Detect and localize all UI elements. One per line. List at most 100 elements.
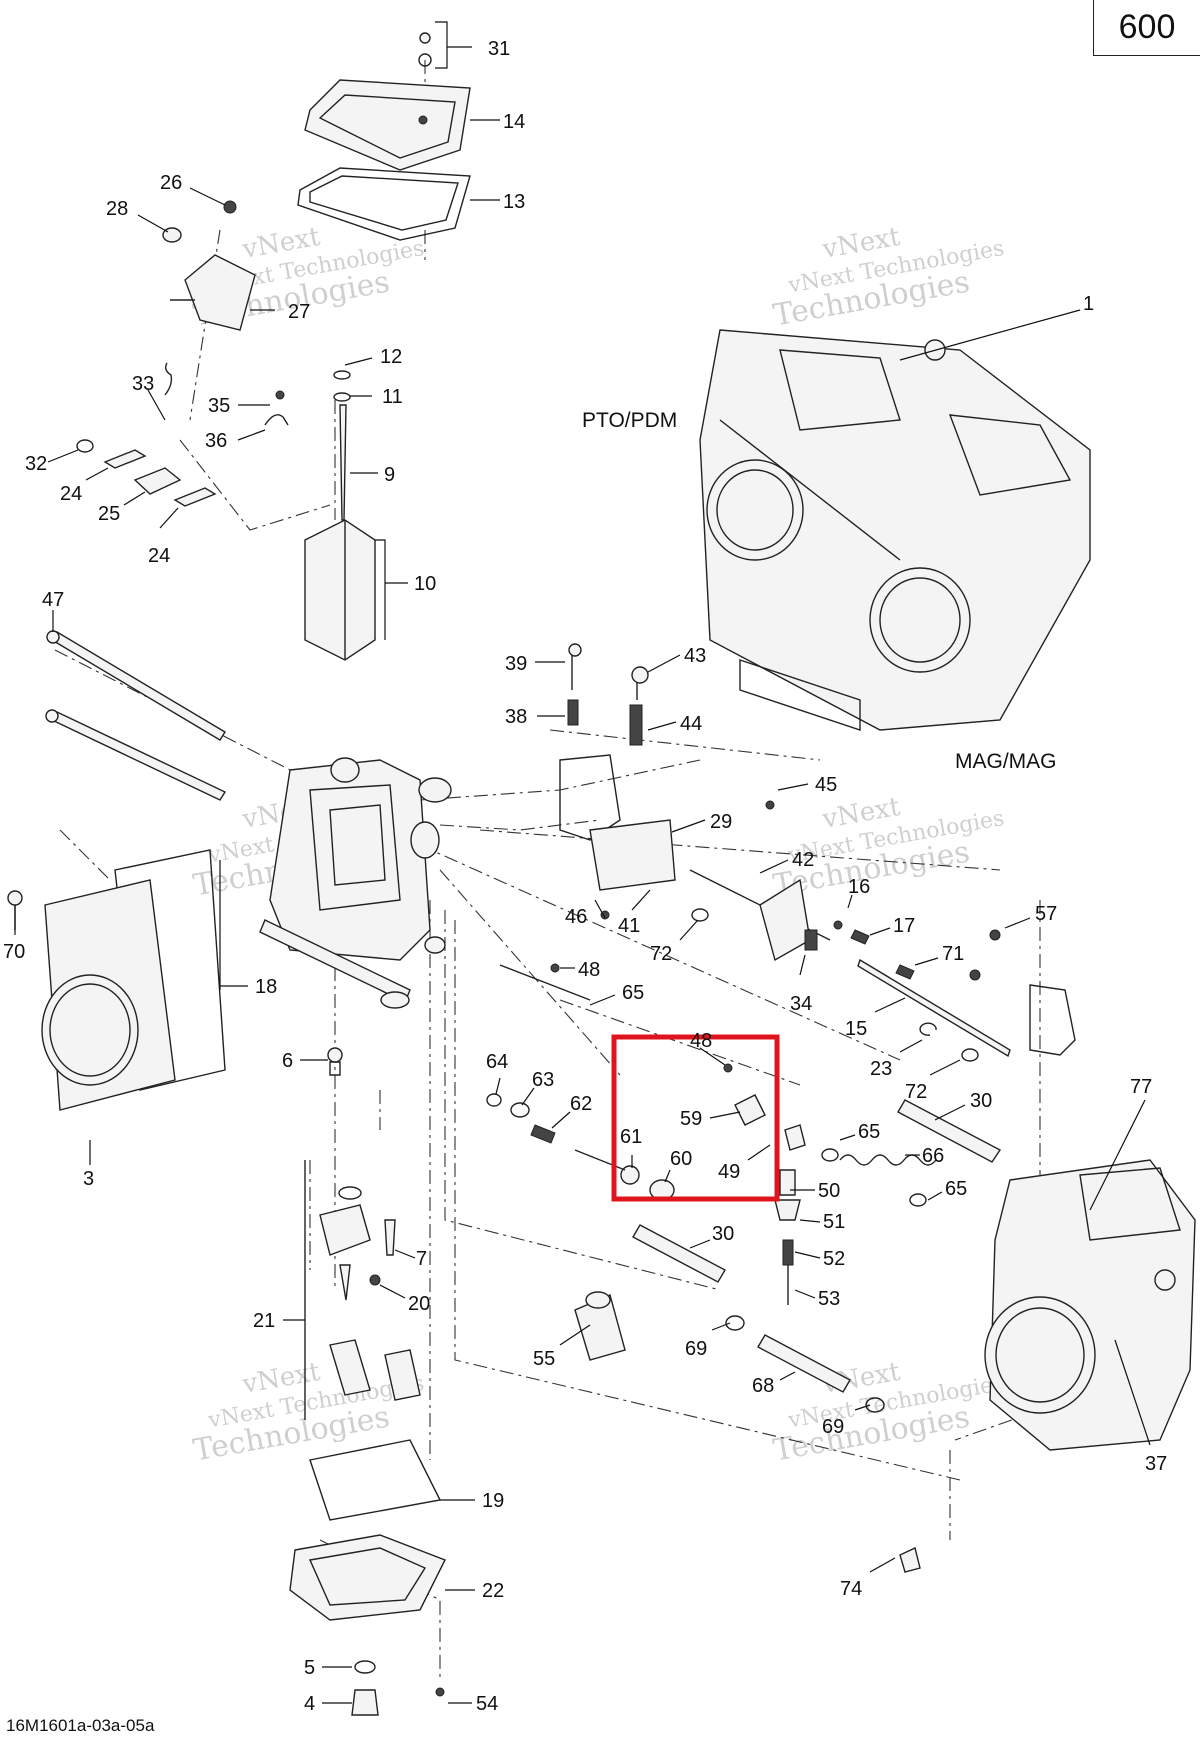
document-code: 16M1601a-03a-05a: [6, 1716, 155, 1735]
callout-72b: 72: [905, 1059, 961, 1103]
svg-text:4: 4: [304, 1693, 315, 1715]
svg-text:53: 53: [818, 1288, 840, 1310]
svg-text:37: 37: [1145, 1453, 1167, 1475]
callout-28: 28: [106, 198, 169, 233]
tubes-and-springs: [574, 1099, 1002, 1573]
callout-23: 23: [870, 1039, 923, 1080]
svg-text:30: 30: [970, 1090, 992, 1112]
callout-50: 50: [790, 1180, 840, 1202]
svg-text:65: 65: [858, 1121, 880, 1143]
svg-text:69: 69: [685, 1338, 707, 1360]
callout-47: 47: [42, 589, 64, 632]
svg-text:45: 45: [815, 774, 837, 796]
callout-70: 70: [3, 905, 25, 963]
carburetor-body: [259, 757, 452, 1009]
svg-text:72: 72: [650, 943, 672, 965]
svg-text:34: 34: [790, 993, 812, 1015]
svg-text:38: 38: [505, 706, 527, 728]
callout-74: 74: [840, 1557, 896, 1600]
svg-text:6: 6: [282, 1050, 293, 1072]
svg-text:42: 42: [792, 849, 814, 871]
svg-text:66: 66: [922, 1145, 944, 1167]
callout-34: 34: [790, 954, 812, 1015]
svg-text:29: 29: [710, 811, 732, 833]
svg-text:74: 74: [840, 1578, 862, 1600]
callout-65c: 65: [927, 1178, 967, 1201]
callout-53: 53: [794, 1288, 840, 1310]
svg-text:26: 26: [160, 172, 182, 194]
callout-45: 45: [777, 774, 837, 796]
callout-6: 6: [282, 1050, 328, 1072]
svg-text:39: 39: [505, 653, 527, 675]
callout-7: 7: [394, 1248, 427, 1270]
svg-text:12: 12: [380, 346, 402, 368]
callout-15: 15: [845, 997, 906, 1040]
callout-30: 30: [934, 1090, 992, 1121]
svg-text:49: 49: [718, 1161, 740, 1183]
callout-20: 20: [379, 1284, 430, 1315]
svg-text:30: 30: [712, 1223, 734, 1245]
callout-16: 16: [847, 876, 870, 909]
mag-label: MAG/MAG: [955, 750, 1057, 773]
callout-24: 24: [60, 467, 109, 505]
svg-text:68: 68: [752, 1375, 774, 1397]
callout-4: 4: [304, 1693, 352, 1715]
svg-text:72: 72: [905, 1081, 927, 1103]
callout-66: 66: [905, 1145, 944, 1167]
callout-22: 22: [445, 1580, 504, 1602]
svg-text:44: 44: [680, 713, 702, 735]
svg-text:60: 60: [670, 1148, 692, 1170]
callout-25: 25: [98, 491, 146, 525]
cover-assembly: [297, 32, 471, 241]
callout-65: 65: [589, 982, 644, 1006]
svg-text:51: 51: [823, 1211, 845, 1233]
svg-text:20: 20: [408, 1293, 430, 1315]
carburetor-lower: [984, 1159, 1196, 1451]
callout-27: 27: [250, 301, 310, 323]
svg-text:69: 69: [822, 1416, 844, 1438]
callout-52: 52: [794, 1248, 845, 1270]
callout-10: 10: [375, 539, 436, 640]
svg-text:1: 1: [1083, 293, 1094, 315]
callout-51: 51: [799, 1211, 845, 1233]
callouts: 31 14 13 26 28 27 33 35 36 12 11 9 10 32…: [3, 21, 1167, 1715]
callout-35: 35: [208, 395, 270, 417]
svg-text:3: 3: [83, 1168, 94, 1190]
callout-30b: 30: [689, 1223, 734, 1249]
callout-68: 68: [752, 1371, 796, 1397]
svg-text:33: 33: [132, 373, 154, 395]
callout-3: 3: [83, 1140, 94, 1190]
callout-29: 29: [671, 811, 732, 833]
callout-63: 63: [521, 1069, 554, 1106]
svg-text:22: 22: [482, 1580, 504, 1602]
callout-46: 46: [565, 899, 606, 928]
svg-text:14: 14: [503, 111, 525, 133]
callout-12: 12: [344, 346, 402, 368]
callout-33: 33: [132, 373, 166, 421]
svg-text:52: 52: [823, 1248, 845, 1270]
callout-9: 9: [350, 464, 395, 486]
callout-19: 19: [440, 1490, 504, 1512]
pto-label: PTO/PDM: [582, 409, 677, 432]
callout-24b: 24: [148, 507, 179, 567]
callout-31: 31: [435, 21, 510, 69]
svg-text:24: 24: [148, 545, 170, 567]
carburetor-assembly: [699, 329, 1091, 731]
idle-adjuster-parts: [486, 1063, 806, 1201]
svg-text:65: 65: [945, 1178, 967, 1200]
svg-text:47: 47: [42, 589, 64, 611]
callout-54: 54: [448, 1693, 498, 1715]
callout-14: 14: [470, 111, 525, 133]
svg-text:15: 15: [845, 1018, 867, 1040]
svg-text:48: 48: [578, 959, 600, 981]
svg-text:61: 61: [620, 1126, 642, 1148]
callout-69b: 69: [822, 1404, 871, 1438]
callout-36: 36: [205, 429, 266, 452]
svg-text:50: 50: [818, 1180, 840, 1202]
callout-43: 43: [647, 645, 706, 673]
callout-13: 13: [470, 191, 525, 213]
svg-text:11: 11: [382, 386, 403, 408]
callout-77: 77: [1089, 1076, 1152, 1211]
svg-text:25: 25: [98, 503, 120, 525]
svg-text:70: 70: [3, 941, 25, 963]
